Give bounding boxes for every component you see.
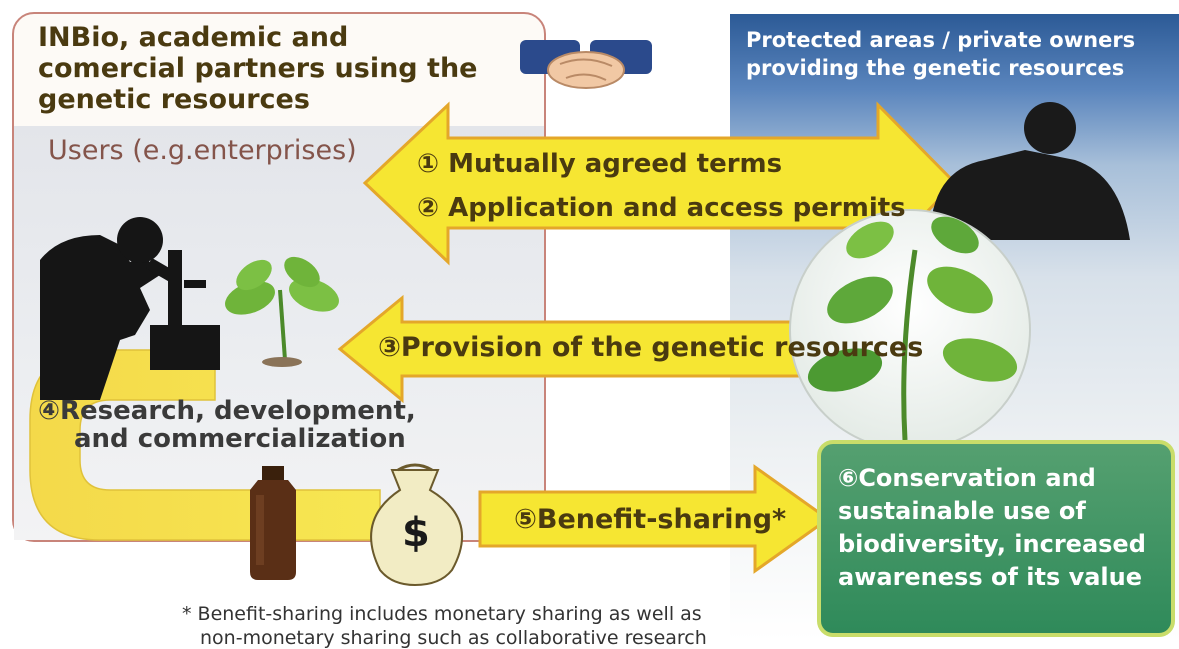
users-panel-title: INBio, academic and comercial partners u… [38, 22, 478, 115]
access-permits-label: ② Application and access permits [417, 193, 906, 223]
research-label-line2: and commercialization [74, 424, 406, 454]
mutually-agreed-terms-label: ① Mutually agreed terms [417, 149, 783, 179]
benefit-sharing-label: ⑤Benefit-sharing* [514, 504, 787, 535]
handshake-icon [520, 40, 652, 89]
users-label: Users (e.g.enterprises) [48, 135, 357, 166]
seedling-icon [225, 256, 339, 367]
bottle-icon [250, 466, 296, 580]
benefit-arrow [478, 464, 831, 574]
provider-panel-title: Protected areas / private owners providi… [746, 28, 1136, 80]
outcome-box [817, 440, 1175, 637]
plant-circle-icon [789, 209, 1031, 451]
footnote-line1: * Benefit-sharing includes monetary shar… [182, 603, 702, 625]
provision-label: ③Provision of the genetic resources [378, 332, 924, 363]
footnote-line2: non-monetary sharing such as collaborati… [200, 627, 707, 649]
scientist-microscope-icon [40, 217, 220, 400]
outcome-text: ⑥Conservation and sustainable use of bio… [838, 464, 1146, 591]
money-bag-symbol: $ [402, 510, 430, 556]
person-silhouette-icon [930, 102, 1130, 240]
money-bag-icon [370, 463, 464, 587]
research-label: ④Research, development, and commercializ… [38, 397, 416, 453]
research-label-line1: ④Research, development, [38, 396, 416, 426]
